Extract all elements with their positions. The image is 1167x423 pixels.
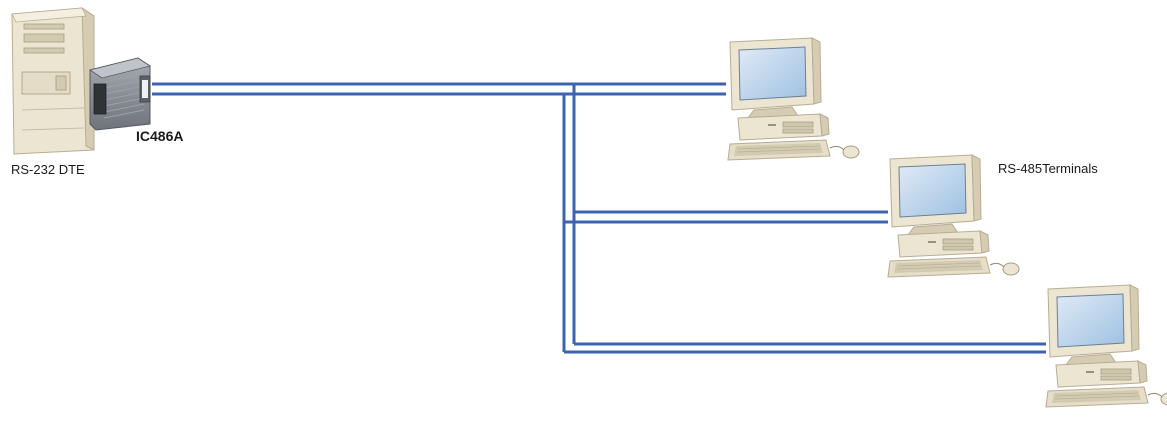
pc-terminal-icon bbox=[727, 37, 860, 161]
cable-bundle bbox=[152, 82, 1046, 354]
host-label: RS-232 DTE bbox=[11, 162, 85, 177]
converter-label: IC486A bbox=[136, 128, 184, 144]
converter-module-icon bbox=[89, 57, 151, 131]
pc-terminal-icon bbox=[1045, 284, 1167, 408]
terminals-label: RS-485Terminals bbox=[998, 161, 1098, 176]
desktop-tower-icon bbox=[11, 7, 95, 155]
